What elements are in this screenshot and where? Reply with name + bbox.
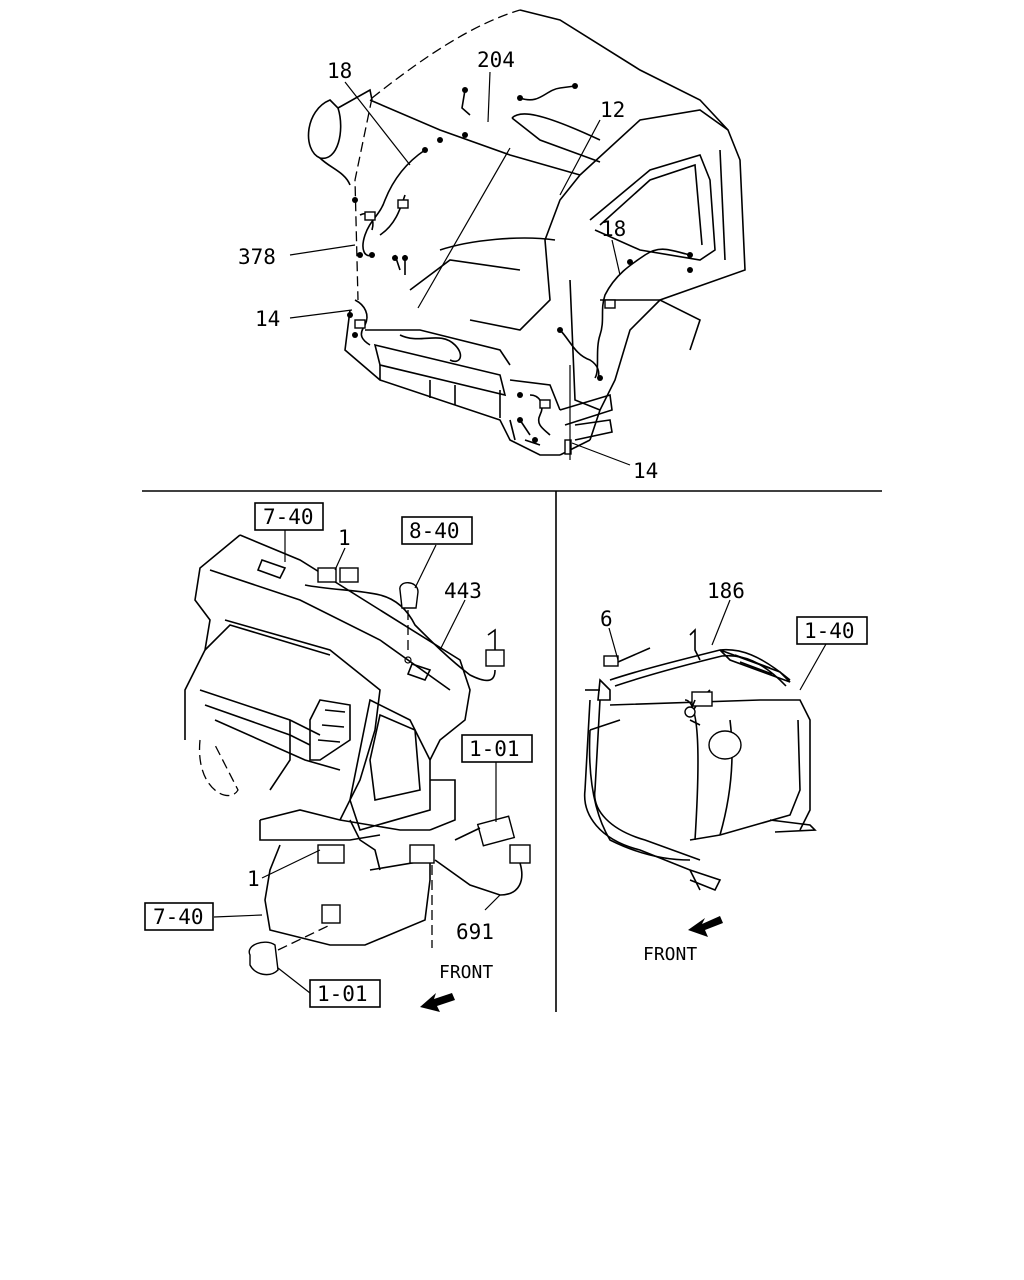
ref-7-40-top: 7-40 — [263, 505, 314, 529]
callout-18-left: 18 — [327, 59, 352, 83]
callout-691: 691 — [456, 920, 494, 944]
dash-panel-leader-lines — [213, 530, 501, 994]
ref-1-40: 1-40 — [804, 619, 855, 643]
front-arrow-dash-icon — [420, 993, 455, 1012]
cab-illustration — [307, 9, 746, 456]
callout-6: 6 — [600, 607, 613, 631]
callout-378: 378 — [238, 245, 276, 269]
ref-box-7-40-top — [254, 502, 324, 531]
front-arrow-tank-icon — [688, 916, 723, 937]
callout-1-top: 1 — [338, 526, 351, 550]
fuel-tank-illustration — [583, 628, 817, 892]
dash-panel-illustration — [184, 534, 531, 976]
ref-1-01-right: 1-01 — [469, 737, 520, 761]
callout-186: 186 — [707, 579, 745, 603]
front-label-tank: FRONT — [643, 944, 697, 965]
ref-box-1-01-right — [461, 734, 533, 763]
callout-443: 443 — [444, 579, 482, 603]
callout-1-bottom: 1 — [247, 867, 260, 891]
ref-7-40-bottom: 7-40 — [153, 905, 204, 929]
front-label-dash: FRONT — [439, 962, 493, 983]
callout-12: 12 — [600, 98, 625, 122]
ref-1-01-bottom: 1-01 — [317, 982, 368, 1006]
callout-18-right: 18 — [601, 217, 626, 241]
callout-204: 204 — [477, 48, 515, 72]
ref-box-1-01-bottom — [309, 979, 381, 1008]
fuel-tank-leader-lines — [608, 599, 827, 691]
ref-box-1-40 — [796, 616, 868, 645]
cab-leader-lines — [289, 71, 631, 466]
ref-box-8-40 — [401, 516, 473, 545]
callout-14-bottom: 14 — [633, 459, 658, 483]
callout-14-left: 14 — [255, 307, 280, 331]
ref-8-40: 8-40 — [409, 519, 460, 543]
ref-box-7-40-bottom — [144, 902, 214, 931]
